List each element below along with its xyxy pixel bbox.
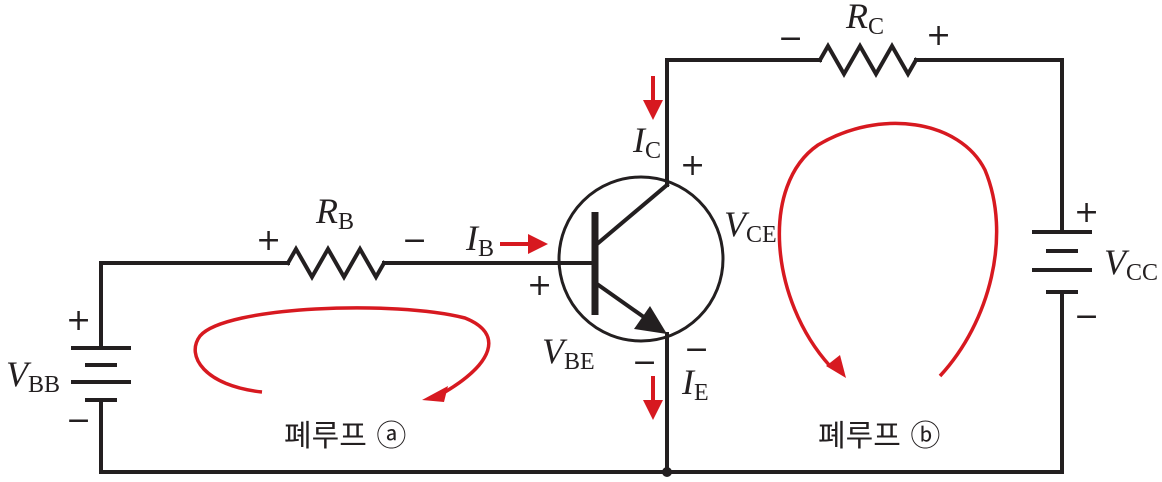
battery-vcc — [1032, 230, 1092, 294]
wire-bottom — [99, 398, 1064, 474]
vbb-minus-sign: − — [66, 403, 91, 438]
label-vbe: VBE — [542, 331, 595, 375]
battery-vbb — [71, 346, 131, 402]
rb-plus-sign: + — [256, 223, 281, 258]
label-vcc: VCC — [1104, 242, 1158, 286]
npn-transistor — [557, 175, 725, 343]
wire-rc-to-vcc — [914, 58, 1064, 234]
transistor-collector-lead — [594, 182, 670, 247]
current-arrows — [500, 76, 663, 420]
vce-plus-sign: + — [680, 148, 705, 183]
wire-vbb-to-rb — [99, 261, 290, 350]
rc-plus-sign: + — [926, 18, 951, 53]
rb-minus-sign: − — [402, 223, 427, 258]
label-ie: IE — [681, 362, 709, 406]
wires — [99, 58, 1064, 477]
loop-a-arrow-icon — [422, 386, 448, 402]
rc-minus-sign: − — [778, 21, 803, 56]
vcc-minus-sign: − — [1074, 299, 1099, 334]
resistor-rc — [817, 41, 919, 79]
label-rb: RB — [315, 191, 354, 235]
vbe-plus-sign: + — [527, 268, 552, 303]
vbe-minus-sign: − — [632, 345, 657, 380]
loop-b-arrow-icon — [826, 355, 846, 378]
wire-collector-to-rc — [665, 58, 822, 187]
vcc-plus-sign: + — [1074, 195, 1099, 230]
loop-b — [777, 121, 999, 378]
vbb-plus-sign: + — [66, 303, 91, 338]
label-rc: RC — [845, 0, 884, 40]
loop-a-path — [193, 306, 491, 394]
label-vce: VCE — [724, 204, 777, 248]
label-ib: IB — [465, 218, 494, 262]
emitter-arrow-icon — [634, 306, 667, 334]
vce-minus-sign: − — [684, 332, 709, 367]
polarity-signs: + − − + + − + − + − + − — [66, 18, 1099, 438]
transistor-body — [557, 175, 725, 343]
resistor-rb — [285, 244, 387, 282]
loop-a — [193, 306, 491, 402]
loop-b-label: 폐루프 ⓑ — [818, 419, 940, 454]
loop-a-label: 폐루프 ⓐ — [284, 419, 406, 454]
label-ic: IC — [632, 120, 661, 164]
loop-b-path — [777, 121, 999, 378]
label-vbb: VBB — [6, 354, 60, 398]
junction-dot — [662, 467, 672, 477]
transistor-emitter-lead — [594, 281, 651, 323]
